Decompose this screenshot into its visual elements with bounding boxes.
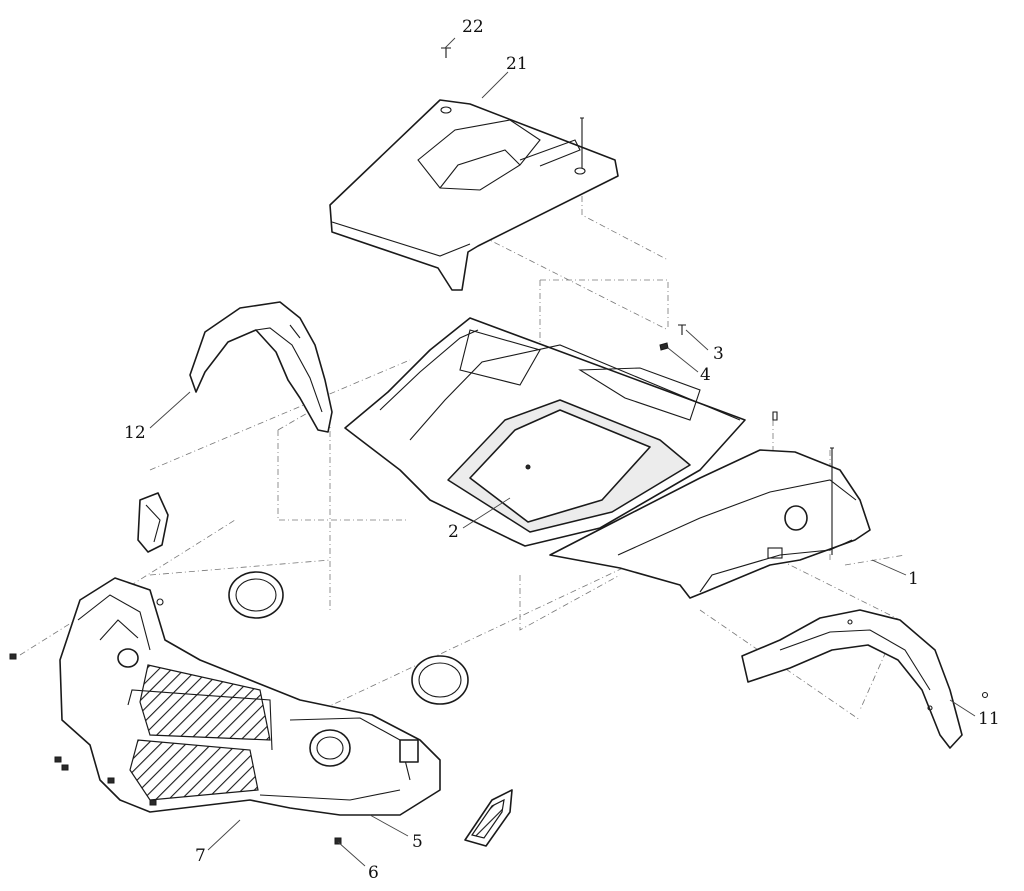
- callout-4: 4: [700, 365, 711, 385]
- right-headlight: [411, 655, 469, 705]
- part-7-front-bumper: [59, 577, 441, 816]
- callout-labels: 22 21 3 4 12 2 1 11 5 7 6: [124, 17, 1000, 883]
- callout-21: 21: [506, 54, 528, 74]
- callout-7: 7: [195, 846, 206, 866]
- callout-leader-lines: [149, 37, 976, 867]
- callout-12: 12: [124, 423, 146, 443]
- callout-3: 3: [713, 344, 724, 364]
- callout-11: 11: [978, 709, 1000, 729]
- part-22-rivet: [441, 47, 451, 58]
- part-11-right-fender: [741, 609, 963, 749]
- part-3-screw: [678, 324, 686, 335]
- part-2-cowl-panel: [344, 317, 746, 547]
- fasteners-group: [9, 598, 989, 845]
- left-side-bracket: [137, 492, 169, 553]
- callout-22: 22: [462, 17, 484, 37]
- left-headlight: [228, 571, 284, 619]
- lower-vent-panel: [464, 789, 513, 847]
- part-1-front-hood: [549, 411, 871, 599]
- part-4-clip: [659, 342, 669, 351]
- callout-6: 6: [368, 863, 379, 883]
- part-21-hood-cover: [329, 99, 619, 291]
- part-12-left-fender: [189, 301, 333, 433]
- callout-1: 1: [908, 569, 919, 589]
- callout-2: 2: [448, 522, 459, 542]
- callout-5: 5: [412, 832, 423, 852]
